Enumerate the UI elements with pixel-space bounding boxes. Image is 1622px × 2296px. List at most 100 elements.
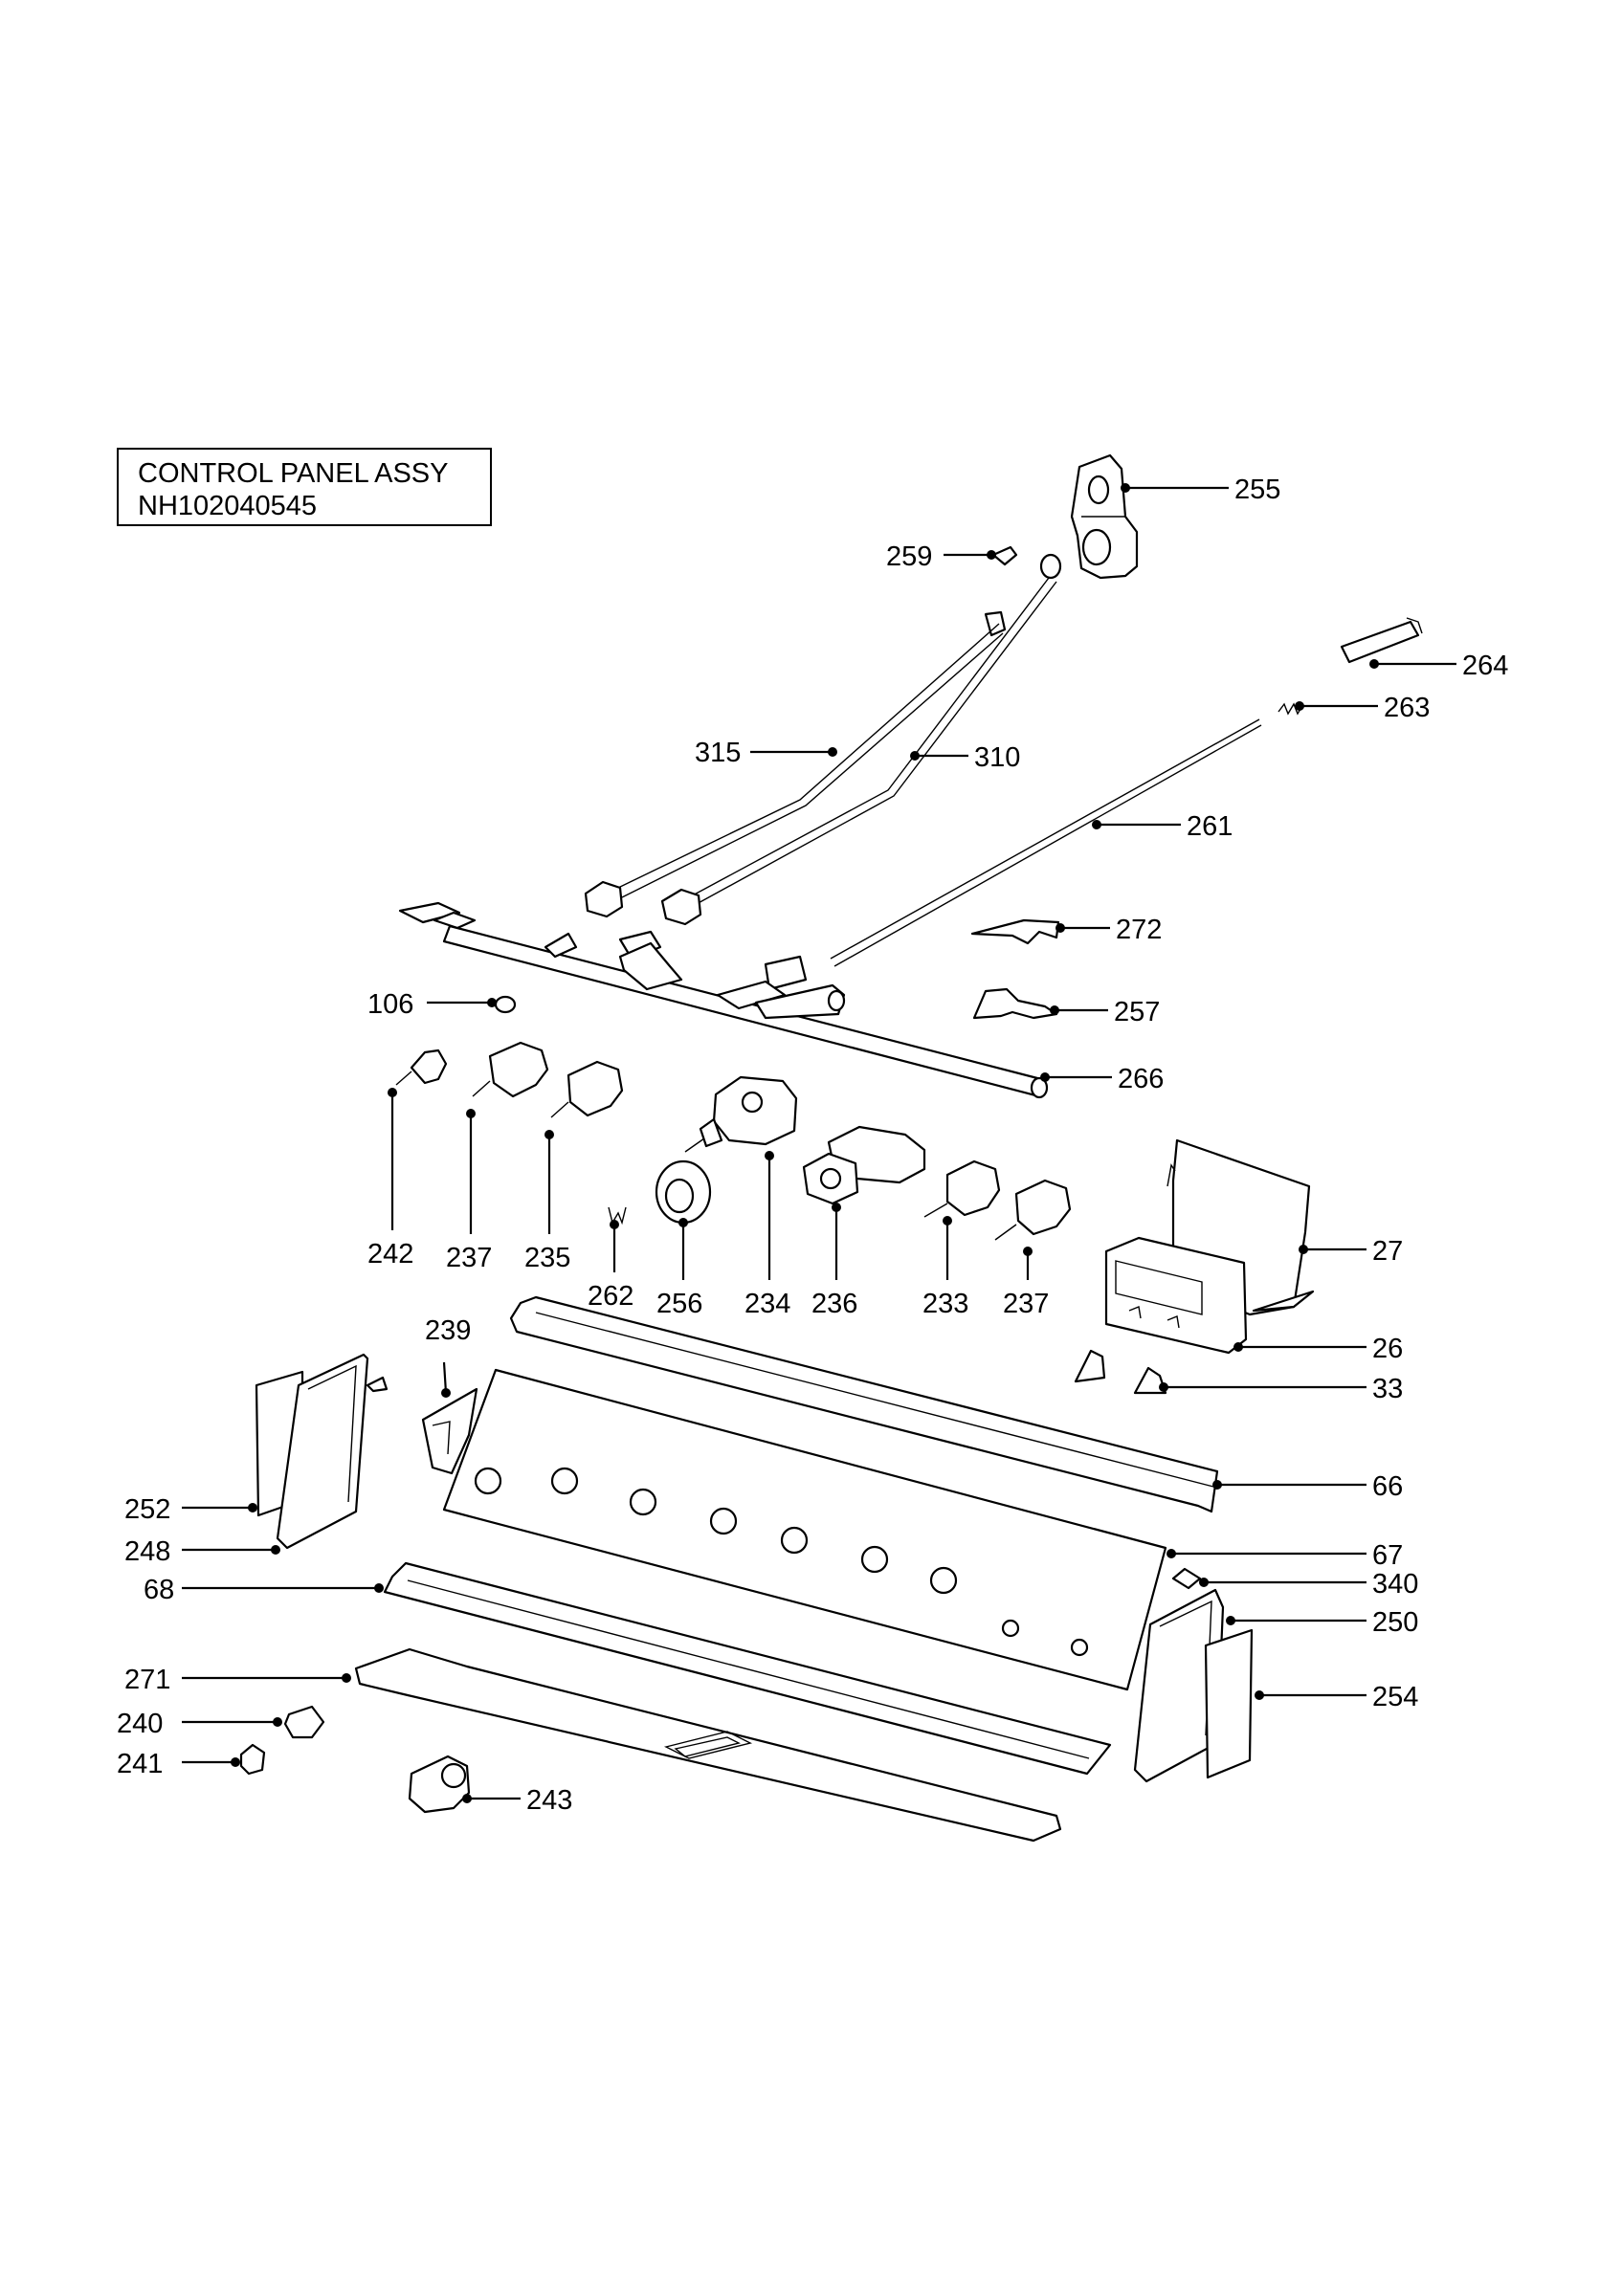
callout-67: 67 xyxy=(1167,1540,1403,1571)
callout-label-26: 26 xyxy=(1372,1334,1403,1364)
callout-label-264: 264 xyxy=(1462,651,1508,681)
part-256-ring xyxy=(655,1159,712,1225)
callout-264: 264 xyxy=(1369,651,1508,681)
part-255-bracket xyxy=(1070,453,1139,580)
callout-271: 271 xyxy=(124,1665,351,1695)
callout-250: 250 xyxy=(1226,1607,1418,1638)
callout-label-243: 243 xyxy=(526,1785,572,1816)
callout-label-68: 68 xyxy=(144,1575,174,1605)
title-box: CONTROL PANEL ASSY NH102040545 xyxy=(117,448,492,526)
callout-233: 233 xyxy=(922,1216,968,1319)
callout-label-259: 259 xyxy=(886,541,932,572)
callout-237-right: 237 xyxy=(1003,1247,1049,1319)
callout-242: 242 xyxy=(367,1088,413,1269)
callout-label-242: 242 xyxy=(367,1239,413,1269)
callout-label-237-right: 237 xyxy=(1003,1289,1049,1319)
part-257-clip xyxy=(972,987,1058,1020)
callout-label-315: 315 xyxy=(695,738,741,768)
part-235-valve xyxy=(550,1060,624,1118)
callout-label-33: 33 xyxy=(1372,1374,1403,1404)
callout-label-310: 310 xyxy=(974,742,1020,773)
callout-label-237-left: 237 xyxy=(446,1243,492,1273)
callout-243: 243 xyxy=(462,1785,572,1816)
part-261-long-rod xyxy=(830,718,1262,967)
part-254-side-cover-right xyxy=(1204,1628,1254,1779)
callout-label-241: 241 xyxy=(117,1749,163,1779)
title-line-2: NH102040545 xyxy=(138,491,318,521)
callout-66: 66 xyxy=(1212,1471,1403,1502)
part-66-trim xyxy=(509,1295,1219,1513)
callout-label-67: 67 xyxy=(1372,1540,1403,1571)
callout-26: 26 xyxy=(1233,1334,1403,1364)
part-237-valve-right xyxy=(994,1179,1072,1241)
part-234-tap xyxy=(684,1075,798,1153)
part-237-valve-left xyxy=(472,1041,549,1098)
part-248-side-frame-left xyxy=(276,1353,389,1550)
part-262-clip xyxy=(608,1206,627,1225)
part-236-tap xyxy=(802,1125,926,1205)
callout-255: 255 xyxy=(1121,475,1280,505)
part-239-bracket xyxy=(421,1387,478,1475)
part-263-spring xyxy=(1278,702,1304,716)
part-33-covers xyxy=(1074,1349,1167,1395)
callout-241: 241 xyxy=(117,1749,240,1779)
callout-label-271: 271 xyxy=(124,1665,170,1695)
callout-label-240: 240 xyxy=(117,1709,163,1739)
callout-236: 236 xyxy=(811,1203,857,1319)
callout-234: 234 xyxy=(744,1151,790,1319)
callout-label-252: 252 xyxy=(124,1494,170,1525)
callout-label-66: 66 xyxy=(1372,1471,1403,1502)
callout-label-340: 340 xyxy=(1372,1569,1418,1600)
callout-label-256: 256 xyxy=(656,1289,702,1319)
callout-label-254: 254 xyxy=(1372,1682,1418,1712)
callout-label-263: 263 xyxy=(1384,693,1430,723)
part-243-knob xyxy=(408,1755,471,1814)
callout-261: 261 xyxy=(1092,811,1233,842)
callout-254: 254 xyxy=(1255,1682,1418,1712)
callout-259: 259 xyxy=(886,541,996,572)
callout-27: 27 xyxy=(1299,1236,1403,1267)
callout-252: 252 xyxy=(124,1494,257,1525)
callout-257: 257 xyxy=(1050,997,1160,1027)
part-67-control-panel xyxy=(442,1368,1167,1691)
callout-label-233: 233 xyxy=(922,1289,968,1319)
part-310-tube xyxy=(660,553,1062,926)
callout-label-248: 248 xyxy=(124,1536,170,1567)
callout-33: 33 xyxy=(1159,1374,1403,1404)
callout-label-255: 255 xyxy=(1234,475,1280,505)
callout-256: 256 xyxy=(656,1218,702,1319)
callout-label-250: 250 xyxy=(1372,1607,1418,1638)
callout-label-239: 239 xyxy=(425,1315,471,1346)
callout-315: 315 xyxy=(695,738,837,768)
callout-label-257: 257 xyxy=(1114,997,1160,1027)
callout-label-261: 261 xyxy=(1187,811,1233,842)
callout-310: 310 xyxy=(910,742,1020,773)
callout-label-234: 234 xyxy=(744,1289,790,1319)
callout-label-266: 266 xyxy=(1118,1064,1164,1094)
callout-68: 68 xyxy=(144,1575,384,1605)
callout-262: 262 xyxy=(588,1220,633,1312)
part-315-tube xyxy=(584,610,1007,918)
part-272-bracket xyxy=(970,918,1060,945)
callout-263: 263 xyxy=(1295,693,1430,723)
part-340-clip xyxy=(1171,1567,1202,1590)
part-266-manifold xyxy=(398,901,1049,1099)
callout-label-106: 106 xyxy=(367,989,413,1020)
callout-237-left: 237 xyxy=(446,1109,492,1273)
callout-239: 239 xyxy=(425,1315,471,1398)
part-271-base-plate xyxy=(354,1647,1062,1843)
callout-label-235: 235 xyxy=(524,1243,570,1273)
part-241-knob xyxy=(239,1743,266,1776)
callout-248: 248 xyxy=(124,1536,280,1567)
part-106-nut xyxy=(494,995,517,1014)
part-68-trim xyxy=(383,1561,1112,1776)
part-26-timer xyxy=(1104,1236,1248,1355)
callout-266: 266 xyxy=(1040,1064,1164,1094)
callout-240: 240 xyxy=(117,1709,282,1739)
part-259-screw xyxy=(991,545,1018,566)
callout-label-262: 262 xyxy=(588,1281,633,1312)
callout-235: 235 xyxy=(524,1130,570,1273)
callout-340: 340 xyxy=(1199,1569,1418,1600)
